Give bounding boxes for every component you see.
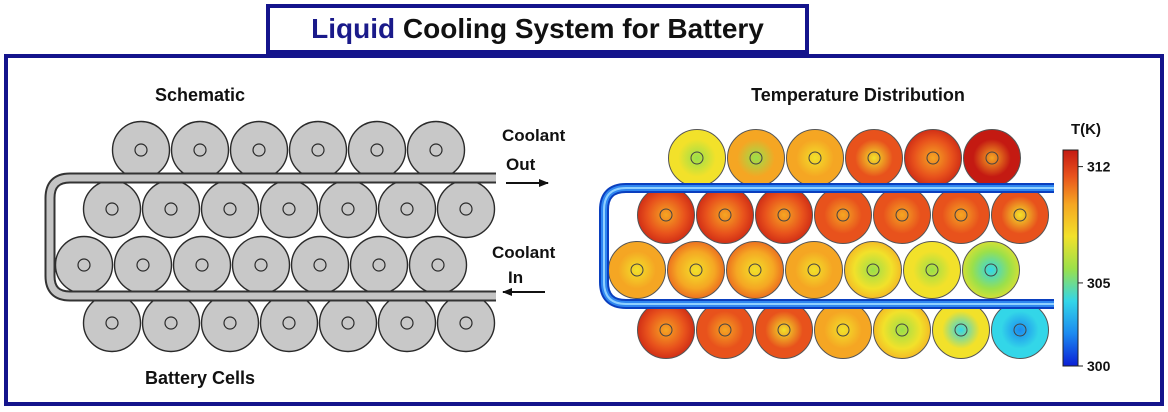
battery-cell [111,120,171,180]
battery-cell [408,235,468,295]
battery-cell [170,120,230,180]
battery-cell [436,293,496,353]
battery-cell [347,120,407,180]
battery-cell [377,293,437,353]
heat-cell [963,129,1021,187]
heat-cell [608,241,666,299]
coolant-out-label-2: Out [506,155,536,174]
battery-cell [377,179,437,239]
title-highlight: Liquid [311,13,396,44]
coolant-channel [599,183,1054,309]
heat-cell [637,301,695,359]
battery-cell [82,293,142,353]
title-box: Liquid Cooling System for Battery [266,4,809,54]
battery-cell [290,235,350,295]
battery-cell [200,293,260,353]
schematic-heading: Schematic [155,85,245,105]
colorbar-unit-label: T(K) [1071,121,1101,138]
heat-cell [696,186,754,244]
battery-cell [259,293,319,353]
heat-cell [755,301,813,359]
battery-cell [141,293,201,353]
battery-cell [113,235,173,295]
heat-cell [873,186,931,244]
title-space [395,13,403,45]
heat-cell [962,241,1020,299]
coolant-in-label-1: Coolant [492,243,556,262]
heat-cell [844,241,902,299]
battery-cell [172,235,232,295]
schematic-cells [54,120,496,353]
colorbar-ticks: 312 305 300 [1078,159,1111,374]
heat-cell [668,129,726,187]
battery-cell [406,120,466,180]
heat-cell [903,241,961,299]
heat-cell [991,186,1049,244]
heat-cell [904,129,962,187]
colorbar-tick-label: 300 [1087,358,1111,374]
heat-cell [814,301,872,359]
heat-cell [755,186,813,244]
colorbar-tick-label: 305 [1087,275,1111,291]
coolant-pipe [44,172,496,302]
battery-cell [349,235,409,295]
coolant-in-label-2: In [508,268,523,287]
heat-cell [873,301,931,359]
heat-cell [667,241,725,299]
battery-cell [141,179,201,239]
heat-cell [991,301,1049,359]
battery-cell [288,120,348,180]
colorbar [1062,149,1079,367]
battery-cells-caption: Battery Cells [145,368,255,388]
heat-cell [785,241,843,299]
battery-cell [82,179,142,239]
heat-cell [727,129,785,187]
battery-cell [318,293,378,353]
battery-cell [436,179,496,239]
heat-cell [814,186,872,244]
temperature-heading: Temperature Distribution [751,85,965,105]
heat-cell [786,129,844,187]
heat-cell [845,129,903,187]
heat-cell [696,301,754,359]
temperature-cells [608,129,1049,359]
battery-cell [259,179,319,239]
heat-cell [932,186,990,244]
title-rest: Cooling System for Battery [402,13,764,44]
coolant-out-label-1: Coolant [502,126,566,145]
heat-cell [726,241,784,299]
heat-cell [932,301,990,359]
battery-cell [200,179,260,239]
heat-cell [637,186,695,244]
battery-cell [54,235,114,295]
battery-cell [229,120,289,180]
colorbar-tick-label: 312 [1087,159,1111,175]
battery-cell [318,179,378,239]
battery-cell [231,235,291,295]
